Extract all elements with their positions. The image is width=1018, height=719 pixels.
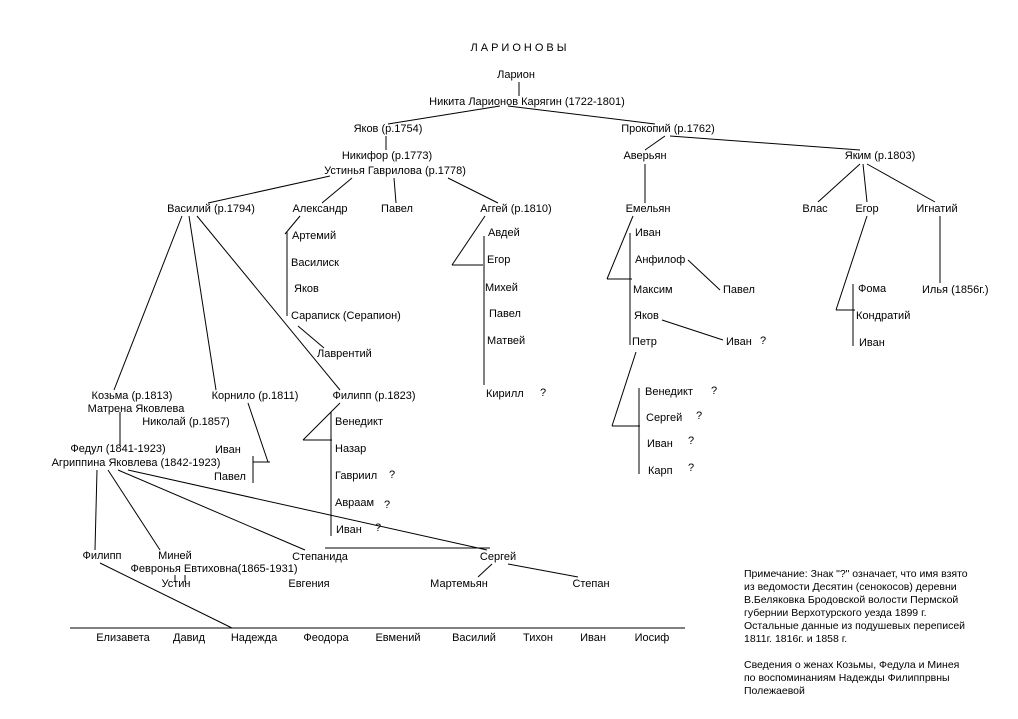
footnote-line: из ведомости Десятин (сенокосов) деревни (744, 581, 957, 593)
person-yakim: Яким (р.1803) (844, 150, 916, 162)
footnote-line: В.Беляковка Бродовской волости Пермской (744, 594, 959, 606)
uncertain-mark-gavriil: ? (389, 469, 396, 481)
person-fedul: Федул (1841-1923) (70, 443, 166, 455)
uncertain-mark-karp: ? (688, 462, 695, 474)
uncertain-mark-ivan-yak: ? (760, 335, 767, 347)
person-foma: Фома (858, 283, 887, 295)
person-vasiliy-1794: Василий (р.1794) (167, 203, 255, 215)
person-kornilo: Корнило (р.1811) (211, 390, 299, 402)
spouse-matrena: Матрена Яковлева (87, 403, 185, 415)
spouse-ustinya: Устинья Гаврилова (р.1778) (324, 165, 466, 177)
person-ivan-k: Иван (215, 444, 241, 456)
person-ustin: Устин (161, 578, 191, 590)
person-nikita: Никита Ларионов Карягин (1722-1801) (429, 96, 625, 108)
person-egor-ag: Егор (487, 254, 511, 266)
person-vasilisk: Василиск (291, 257, 339, 269)
person-ivan-b: Иван (580, 632, 606, 644)
person-averyan: Аверьян (623, 150, 667, 162)
person-benedikt-p: Венедикт (645, 386, 693, 398)
person-evmeniy: Евмений (375, 632, 421, 644)
person-avdey: Авдей (488, 227, 520, 239)
person-aleksandr: Александр (292, 203, 348, 215)
person-evgeniya: Евгения (288, 578, 330, 590)
person-stepanida: Степанида (292, 551, 348, 563)
footnote-wives: Сведения о женах Козьмы, Федула и Минея … (744, 659, 1006, 698)
person-karp: Карп (648, 465, 673, 477)
person-filipp: Филипп (82, 550, 122, 562)
uncertain-mark-benedikt-p: ? (711, 385, 718, 397)
person-anfilof: Анфилоф (635, 254, 686, 266)
footnote-line: по воспоминаниям Надежды Филиппрвны (744, 672, 950, 684)
person-pavel-anf: Павел (723, 284, 755, 296)
person-egor-y: Егор (855, 203, 879, 215)
person-stepan: Степан (572, 578, 610, 590)
person-petr: Петр (632, 336, 657, 348)
uncertain-mark-ivan-f: ? (375, 522, 382, 534)
person-pavel-ag: Павел (489, 308, 521, 320)
person-ivan-em: Иван (635, 227, 661, 239)
person-lavrentiy: Лаврентий (317, 348, 372, 360)
person-prokopiy: Прокопий (р.1762) (621, 123, 715, 135)
person-kirill: Кирилл (486, 388, 524, 400)
person-sarapisk: Сараписк (Серапион) (291, 310, 401, 322)
uncertain-mark-sergey-p: ? (696, 410, 703, 422)
footnote-line: 1811г. 1816г. и 1858 г. (744, 633, 848, 645)
person-tikhon: Тихон (523, 632, 553, 644)
uncertain-mark-kirill: ? (540, 387, 547, 399)
person-ilya: Илья (1856г.) (922, 284, 989, 296)
person-sergey: Сергей (479, 551, 517, 563)
footnote-line: Примечание: Знак "?" означает, что имя в… (744, 568, 968, 580)
person-elizaveta: Елизавета (96, 632, 150, 644)
person-ignatiy: Игнатий (916, 203, 958, 215)
person-nikolay: Николай (р.1857) (142, 416, 230, 428)
person-benedikt-f: Венедикт (335, 416, 383, 428)
person-ivan-eg: Иван (859, 337, 885, 349)
person-gavriil: Гавриил (335, 470, 378, 482)
footnote-line: Остальные данные из подушевых переписей (744, 620, 966, 632)
spouse-fevronya: Февронья Евтиховна(1865-1931) (130, 563, 298, 575)
person-ivan-f: Иван (336, 524, 362, 536)
spouse-agrippina: Агриппина Яковлева (1842-1923) (51, 457, 221, 469)
person-emelyan: Емельян (625, 203, 671, 215)
person-feodora: Феодора (303, 632, 349, 644)
person-aggey: Аггей (р.1810) (480, 203, 552, 215)
person-nadezhda: Надежда (230, 632, 278, 644)
person-pavel-k: Павел (214, 471, 246, 483)
person-avraam: Авраам (335, 497, 375, 509)
person-pavel-a: Павел (381, 203, 413, 215)
person-sergey-p: Сергей (646, 412, 683, 424)
person-nikifor: Никифор (р.1773) (341, 150, 433, 162)
person-miney: Миней (158, 550, 192, 562)
person-matvey: Матвей (487, 335, 526, 347)
person-maksim: Максим (633, 284, 673, 296)
person-larion: Ларион (497, 69, 535, 81)
person-ivan-yak: Иван (726, 336, 752, 348)
tree-title: ЛАРИОНОВЫ (470, 42, 570, 54)
footnote-line: губернии Верхотурского уезда 1899 г. (744, 607, 927, 619)
person-artemiy: Артемий (292, 230, 337, 242)
person-martemyan: Мартемьян (430, 578, 488, 590)
person-yakov-a: Яков (294, 283, 319, 295)
person-nazar: Назар (335, 443, 367, 455)
footnote-line: Полежаевой (744, 685, 805, 697)
uncertain-mark-ivan-p: ? (688, 435, 695, 447)
person-vasiliy: Василий (452, 632, 496, 644)
person-vlas: Влас (802, 203, 828, 215)
person-yakov-1754: Яков (р.1754) (353, 123, 423, 135)
uncertain-mark-avraam: ? (384, 499, 391, 511)
person-yakov-em: Яков (634, 310, 659, 322)
person-ivan-p: Иван (647, 438, 673, 450)
person-kozma: Козьма (р.1813) (91, 390, 173, 402)
footnote-line: Сведения о женах Козьмы, Федула и Минея (744, 659, 960, 671)
footnote-source: Примечание: Знак "?" означает, что имя в… (744, 568, 1006, 646)
person-filipp-1823: Филипп (р.1823) (332, 390, 416, 402)
person-kondratiy: Кондратий (856, 310, 911, 322)
person-david: Давид (173, 632, 205, 644)
person-iosif: Иосиф (634, 632, 670, 644)
person-mikhey: Михей (485, 282, 518, 294)
